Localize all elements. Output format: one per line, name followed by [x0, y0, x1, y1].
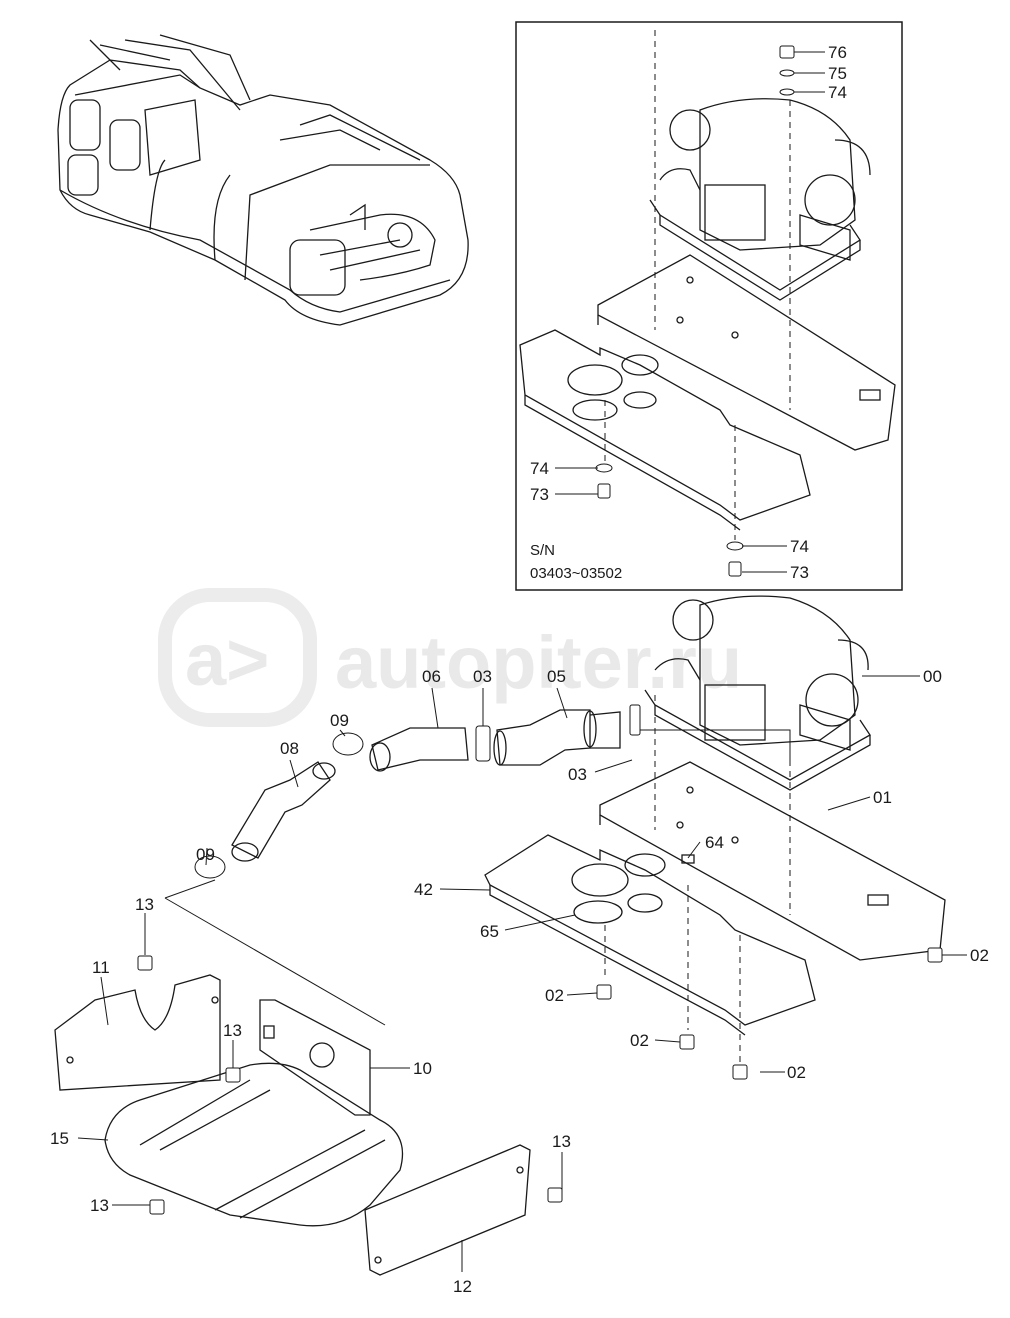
main-fasteners [137, 947, 943, 1215]
callout-13: 13 [135, 895, 154, 914]
callout-10: 10 [413, 1059, 432, 1078]
callout-02: 02 [970, 946, 989, 965]
callout-64: 64 [705, 833, 724, 852]
callout-76: 76 [828, 43, 847, 62]
callout-08: 08 [280, 739, 299, 758]
callout-73: 73 [790, 563, 809, 582]
inset-fasteners [595, 45, 795, 577]
duct-assembly [231, 709, 621, 862]
inset-bracket-plate [519, 329, 811, 531]
inset-sn-label: S/N [530, 542, 555, 559]
callout-74: 74 [530, 459, 549, 478]
main-base-plate [599, 761, 946, 961]
callout-74: 74 [790, 537, 809, 556]
leader-lines [77, 51, 967, 1272]
main-bracket-plate [484, 834, 816, 1036]
callout-05: 05 [547, 667, 566, 686]
callout-13: 13 [552, 1132, 571, 1151]
callout-03: 03 [568, 765, 587, 784]
callout-13: 13 [90, 1196, 109, 1215]
watermark: a> autopiter.ru [158, 588, 742, 727]
callout-09: 09 [330, 711, 349, 730]
callout-65: 65 [480, 922, 499, 941]
inset-heater-unit [649, 98, 871, 301]
callout-01: 01 [873, 788, 892, 807]
callout-73: 73 [530, 485, 549, 504]
center-bracket [259, 999, 371, 1116]
callout-42: 42 [414, 880, 433, 899]
callout-11: 11 [92, 958, 110, 977]
callout-75: 75 [828, 64, 847, 83]
callout-02: 02 [787, 1063, 806, 1082]
callout-labels: 76 75 74 74 73 74 73 00 06 03 05 09 08 0… [50, 43, 989, 1296]
watermark-text: autopiter.ru [335, 621, 742, 704]
callout-03: 03 [473, 667, 492, 686]
callout-02: 02 [630, 1031, 649, 1050]
callout-02: 02 [545, 986, 564, 1005]
watermark-logo-text: a> [185, 618, 269, 701]
excavator-overview-drawing [57, 34, 469, 326]
inset-sn-range: 03403~03502 [530, 565, 622, 582]
clamps [194, 704, 641, 879]
callout-15: 15 [50, 1129, 69, 1148]
callout-12: 12 [453, 1277, 472, 1296]
floor-plate [104, 1062, 404, 1227]
side-cover-right [364, 1144, 531, 1276]
callout-06: 06 [422, 667, 441, 686]
callout-74: 74 [828, 83, 847, 102]
callout-13: 13 [223, 1021, 242, 1040]
inset-frame [515, 21, 903, 591]
side-cover-left [54, 974, 221, 1091]
callout-00: 00 [923, 667, 942, 686]
inset-base-plate [597, 254, 896, 451]
callout-09: 09 [196, 845, 215, 864]
